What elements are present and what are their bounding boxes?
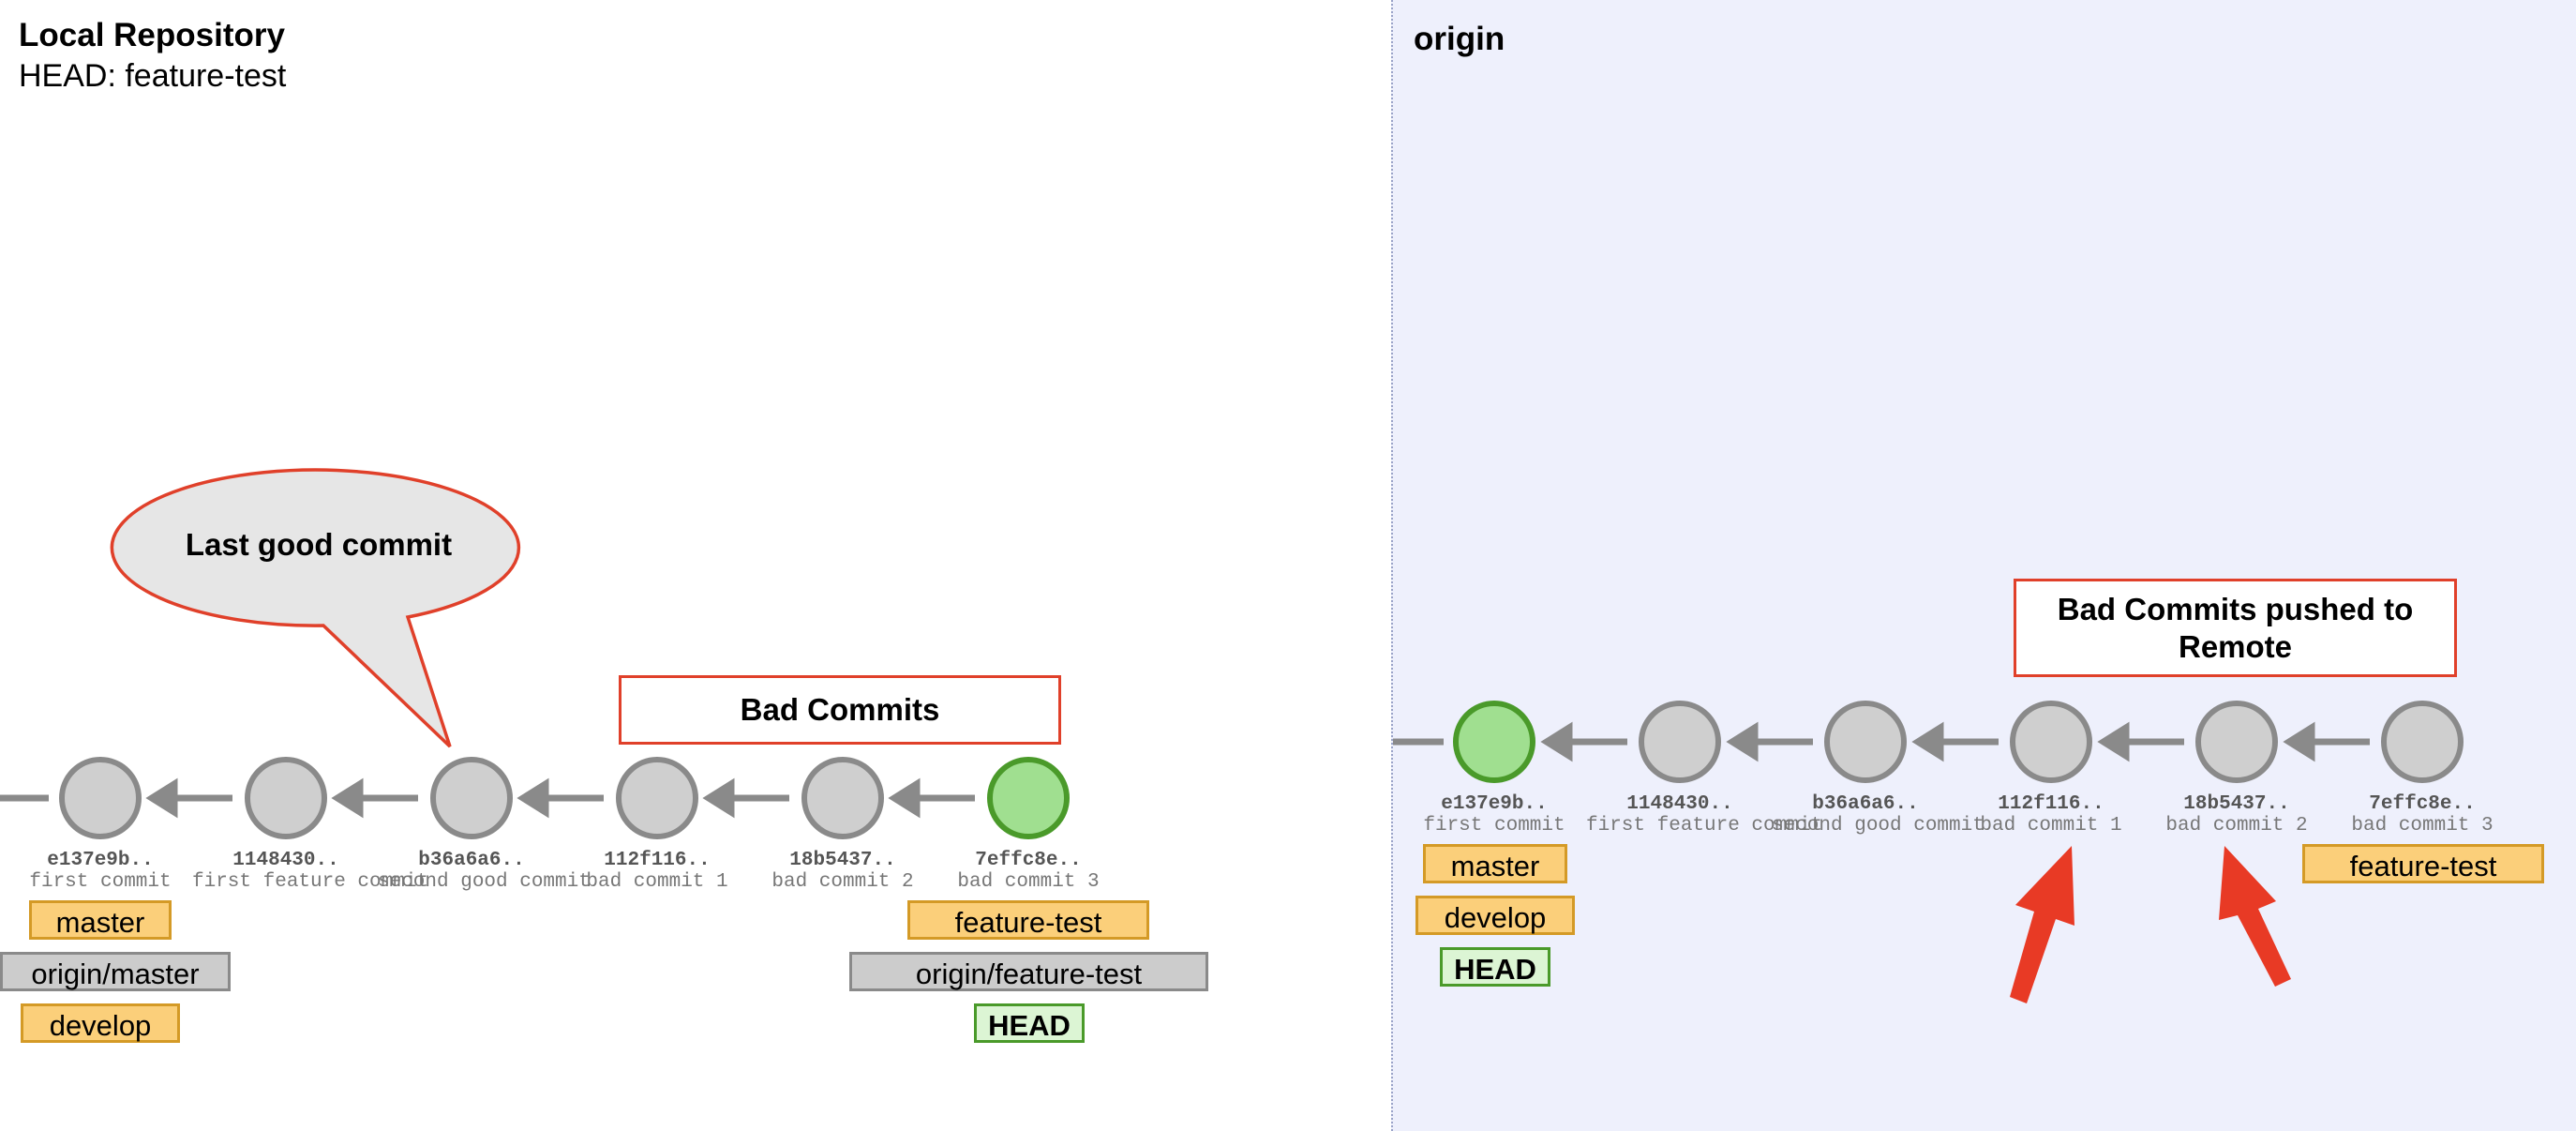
remote-branch-label-origin-master[interactable]: origin/master <box>0 952 231 991</box>
local-head-commit-node[interactable] <box>987 757 1070 839</box>
remote-commit-node[interactable] <box>2010 701 2092 783</box>
commit-message: bad commit 2 <box>2165 815 2308 837</box>
commit-message: second good commit <box>378 871 591 893</box>
commit-hash: 7effc8e.. <box>2369 793 2476 815</box>
local-head-label: HEAD: feature-test <box>19 58 287 94</box>
commit-message: first commit <box>29 871 172 893</box>
branch-label-master[interactable]: master <box>29 900 172 940</box>
commit-message: second good commit <box>1772 815 1984 837</box>
commit-message: bad commit 1 <box>1980 815 2122 837</box>
commit-message: first commit <box>1423 815 1565 837</box>
speech-bubble-text: Last good commit <box>185 527 453 562</box>
commit-message: bad commit 3 <box>957 871 1100 893</box>
local-commit-node[interactable] <box>245 757 327 839</box>
remote-commit-node[interactable] <box>1824 701 1907 783</box>
branch-label-develop[interactable]: develop <box>1415 896 1575 935</box>
local-commit-node[interactable] <box>616 757 698 839</box>
commit-hash: 112f116.. <box>604 850 711 871</box>
commit-hash: 1148430.. <box>1626 793 1733 815</box>
remote-commit-node[interactable] <box>2195 701 2278 783</box>
commit-message: first feature commit <box>192 871 429 893</box>
commit-message: first feature commit <box>1586 815 1823 837</box>
local-edges <box>145 777 975 819</box>
red-pointer-arrows <box>2010 846 2291 1003</box>
commit-hash: 1148430.. <box>232 850 339 871</box>
bad-commits-pushed-note: Bad Commits pushed to Remote <box>2014 579 2457 677</box>
remote-commit-node[interactable] <box>1639 701 1721 783</box>
local-commit-node[interactable] <box>430 757 513 839</box>
commit-message: bad commit 3 <box>2351 815 2494 837</box>
origin-panel: origin <box>1391 0 2576 1131</box>
local-commit-node[interactable] <box>59 757 142 839</box>
speech-bubble-shape <box>110 468 521 748</box>
branch-label-master[interactable]: master <box>1423 844 1567 883</box>
commit-hash: b36a6a6.. <box>418 850 525 871</box>
commit-hash: 112f116.. <box>1998 793 2104 815</box>
branch-label-feature-test[interactable]: feature-test <box>907 900 1149 940</box>
bad-commits-note: Bad Commits <box>619 675 1061 745</box>
head-label[interactable]: HEAD <box>1440 947 1550 987</box>
commit-hash: 18b5437.. <box>2183 793 2290 815</box>
commit-message: bad commit 1 <box>586 871 728 893</box>
commit-hash: e137e9b.. <box>1441 793 1548 815</box>
commit-hash: e137e9b.. <box>47 850 154 871</box>
local-title: Local Repository <box>19 17 285 53</box>
commit-hash: b36a6a6.. <box>1812 793 1919 815</box>
head-label[interactable]: HEAD <box>974 1003 1085 1043</box>
branch-label-feature-test[interactable]: feature-test <box>2302 844 2544 883</box>
commit-hash: 7effc8e.. <box>975 850 1082 871</box>
branch-label-develop[interactable]: develop <box>21 1003 180 1043</box>
remote-commit-node[interactable] <box>2381 701 2464 783</box>
local-commit-node[interactable] <box>801 757 884 839</box>
commit-hash: 18b5437.. <box>789 850 896 871</box>
remote-edges <box>1540 721 2370 762</box>
remote-branch-label-origin-feature-test[interactable]: origin/feature-test <box>849 952 1208 991</box>
commit-message: bad commit 2 <box>771 871 914 893</box>
remote-head-commit-node[interactable] <box>1453 701 1535 783</box>
origin-title: origin <box>1414 21 1505 57</box>
